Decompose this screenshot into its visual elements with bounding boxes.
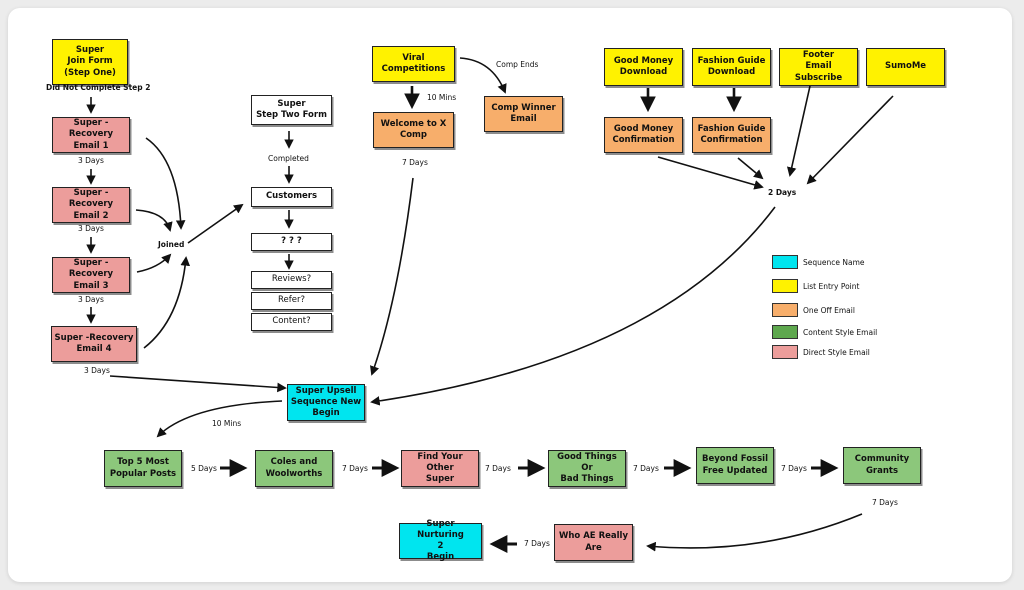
coles-woolworths-node[interactable]: Coles and Woolworths: [255, 450, 333, 487]
recovery-email-4-node[interactable]: Super -Recovery Email 4: [51, 326, 137, 362]
legend-swatch-list-entry-point: [772, 279, 798, 293]
three-days-label-2: 3 Days: [78, 224, 104, 233]
arrow-upsell-to-top5: [156, 400, 283, 438]
legend-swatch-sequence-name: [772, 255, 798, 269]
customers-node[interactable]: Customers: [251, 187, 332, 207]
seven-days-label-a: 7 Days: [342, 464, 368, 473]
arrow-fashionconf-to-2days: [737, 157, 764, 180]
did-not-complete-label: Did Not Complete Step 2: [46, 83, 151, 92]
recovery-email-1-node[interactable]: Super - Recovery Email 1: [52, 117, 130, 153]
ten-mins-label-1: 10 Mins: [427, 93, 457, 102]
arrow-rec4-3days-to-upsell: [109, 375, 287, 393]
top-5-popular-posts-node[interactable]: Top 5 Most Popular Posts: [104, 450, 182, 487]
reviews-node[interactable]: Reviews?: [251, 271, 332, 289]
legend-direct-style-email: Direct Style Email: [803, 348, 870, 357]
fashion-guide-confirmation-node[interactable]: Fashion Guide Confirmation: [692, 117, 771, 153]
arrow-grants-to-whoae: [646, 513, 863, 552]
legend-swatch-one-off-email: [772, 303, 798, 317]
arrow-joined-to-steptwo: [187, 203, 244, 244]
seven-days-label-d: 7 Days: [781, 464, 807, 473]
seven-days-label-b: 7 Days: [485, 464, 511, 473]
arrow-2days-to-upsell: [370, 206, 776, 406]
comp-winner-email-node[interactable]: Comp Winner Email: [484, 96, 563, 132]
super-nurturing-2-node[interactable]: Super Nurturing 2 Begin: [399, 519, 482, 562]
footer-email-subscribe-node[interactable]: Footer Email Subscribe: [779, 48, 858, 86]
legend-list-entry-point: List Entry Point: [803, 282, 860, 291]
comp-ends-label: Comp Ends: [496, 60, 539, 69]
completed-label: Completed: [268, 154, 309, 163]
seven-days-label-f: 7 Days: [524, 539, 550, 548]
legend-sequence-name: Sequence Name: [803, 258, 865, 267]
welcome-comp-node[interactable]: Welcome to X Comp: [373, 112, 454, 148]
arrow-rec2-to-joined: [135, 209, 173, 232]
seven-days-label-c: 7 Days: [633, 464, 659, 473]
beyond-fossil-free-node[interactable]: Beyond Fossil Free Updated: [696, 447, 774, 484]
who-ae-really-are-node[interactable]: Who AE Really Are: [554, 524, 633, 561]
unknown-step-node[interactable]: ? ? ?: [251, 233, 332, 251]
refer-node[interactable]: Refer?: [251, 292, 332, 310]
recovery-email-2-node[interactable]: Super - Recovery Email 2: [52, 187, 130, 223]
find-your-other-super-node[interactable]: Find Your Other Super: [401, 450, 479, 487]
legend-swatch-direct-style-email: [772, 345, 798, 359]
arrow-viral-to-compwinner: [459, 57, 507, 94]
arrow-footer-to-2days: [787, 85, 811, 177]
good-money-confirmation-node[interactable]: Good Money Confirmation: [604, 117, 683, 153]
good-money-download-node[interactable]: Good Money Download: [604, 48, 683, 86]
arrow-sumome-to-2days: [806, 95, 894, 185]
super-upsell-sequence-node[interactable]: Super Upsell Sequence New Begin: [287, 384, 365, 421]
joined-label: Joined: [158, 240, 185, 249]
sumome-node[interactable]: SumoMe: [866, 48, 945, 86]
arrow-rec1-to-joined: [145, 137, 186, 230]
recovery-email-3-node[interactable]: Super - Recovery Email 3: [52, 257, 130, 293]
arrow-welcome-to-upsell: [370, 177, 414, 376]
good-things-bad-things-node[interactable]: Good Things Or Bad Things: [548, 450, 626, 487]
step-two-form-node[interactable]: Super Step Two Form: [251, 95, 332, 125]
viral-competitions-node[interactable]: Viral Competitions: [372, 46, 455, 82]
five-days-label: 5 Days: [191, 464, 217, 473]
legend-swatch-content-style-email: [772, 325, 798, 339]
three-days-label-3: 3 Days: [78, 295, 104, 304]
legend-content-style-email: Content Style Email: [803, 328, 878, 337]
content-node[interactable]: Content?: [251, 313, 332, 331]
two-days-label: 2 Days: [768, 188, 797, 197]
arrow-rec4-to-joined: [143, 256, 191, 349]
seven-days-label-e: 7 Days: [872, 498, 898, 507]
three-days-label-1: 3 Days: [78, 156, 104, 165]
three-days-label-4: 3 Days: [84, 366, 110, 375]
fashion-guide-download-node[interactable]: Fashion Guide Download: [692, 48, 771, 86]
ten-mins-label-2: 10 Mins: [212, 419, 242, 428]
arrow-gmconf-to-2days: [657, 156, 764, 190]
legend-one-off-email: One Off Email: [803, 306, 855, 315]
seven-days-label-welcome: 7 Days: [402, 158, 428, 167]
arrow-rec3-to-joined: [136, 253, 172, 273]
community-grants-node[interactable]: Community Grants: [843, 447, 921, 484]
super-join-form-node[interactable]: Super Join Form (Step One): [52, 39, 128, 85]
